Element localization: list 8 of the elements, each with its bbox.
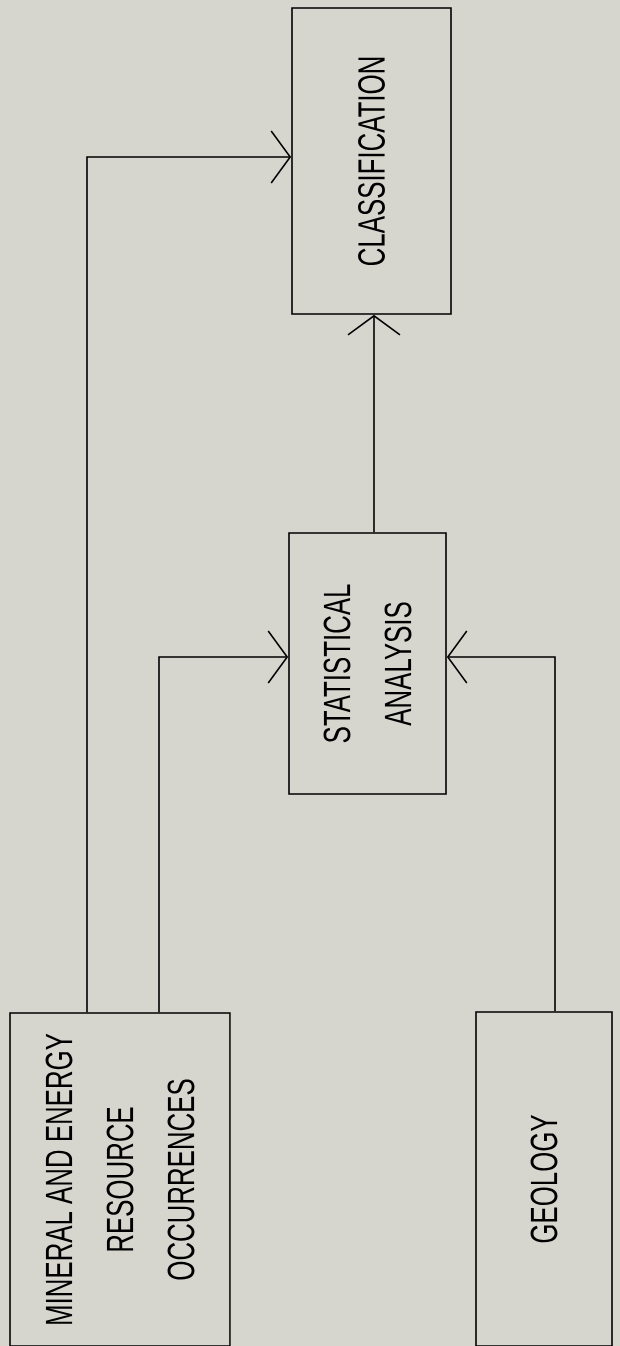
arrow	[347, 314, 401, 533]
arrow	[158, 630, 289, 1013]
arrow	[86, 130, 292, 1013]
process-box: STATISTICAL ANALYSIS	[288, 532, 447, 795]
process-box: GEOLOGY	[475, 1011, 613, 1346]
arrow	[446, 630, 556, 1012]
process-box: CLASSIFICATION	[291, 7, 452, 315]
process-box: MINERAL AND ENERGY RESOURCE OCCURRENCES	[9, 1012, 231, 1346]
